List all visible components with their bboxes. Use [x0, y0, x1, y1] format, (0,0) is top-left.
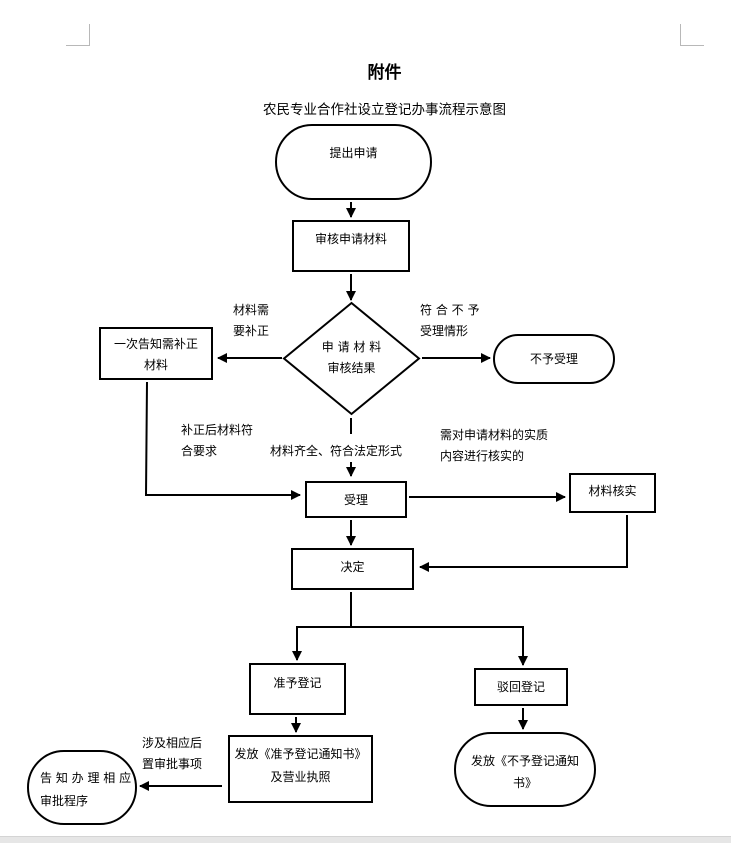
node-reject-accept: 不予受理 [493, 334, 615, 384]
edge-label-line: 材料齐全、符合法定形式 [270, 443, 402, 458]
node-verify: 材料核实 [569, 473, 656, 513]
process-box [291, 548, 414, 590]
attachment-label: 附件 [367, 63, 402, 83]
node-submit: 提出申请 [275, 124, 432, 200]
edge-verify-to-decide [419, 515, 628, 572]
process-box [569, 473, 656, 513]
node-deny: 驳回登记 [474, 668, 568, 706]
node-approve: 准予登记 [249, 663, 346, 715]
node-label: 发放《不予登记通知 [471, 753, 579, 768]
node-label: 审核申请材料 [315, 231, 387, 246]
node-label: 及营业执照 [270, 770, 330, 784]
terminal-shape [275, 124, 432, 200]
node-label: 审核结果 [327, 360, 375, 375]
edge-label-line: 置审批事项 [142, 756, 202, 771]
edge-labels-layer: 材料需要补正符 合 不 予受理情形补正后材料符合要求材料齐全、符合法定形式需对申… [142, 302, 548, 771]
margin-corner-mark-top-right [680, 24, 704, 46]
process-box [249, 663, 346, 715]
node-review: 审核申请材料 [292, 220, 410, 272]
process-box [292, 220, 410, 272]
node-label: 书》 [513, 776, 537, 790]
node-label: 一次告知需补正 [114, 337, 198, 351]
diagram-title: 农民专业合作社设立登记办事流程示意图 [263, 102, 506, 118]
edge-label-line: 受理情形 [420, 324, 468, 338]
node-issue-approval: 发放《准予登记通知书》及营业执照 [228, 735, 373, 803]
edge-label-line: 要补正 [233, 324, 269, 338]
process-box [228, 735, 373, 803]
edge-label-line: 补正后材料符 [181, 422, 253, 437]
edge-label-line: 合要求 [181, 443, 217, 458]
margin-corner-mark-top-left [66, 24, 90, 46]
node-decide: 决定 [291, 548, 414, 590]
nodes-layer: 提出申请审核申请材料申 请 材 料审核结果一次告知需补正材料不予受理受理材料核实… [27, 124, 656, 825]
process-box [99, 327, 213, 380]
edge-decide-to-approve [292, 592, 352, 661]
node-label: 审批程序 [40, 793, 88, 808]
node-label: 申 请 材 料 [322, 340, 381, 354]
node-label: 决定 [340, 559, 364, 574]
terminal-shape [454, 732, 596, 807]
node-accept: 受理 [305, 481, 407, 518]
node-label: 材料核实 [588, 483, 636, 498]
process-box [474, 668, 568, 706]
edge-label-line: 材料需 [233, 303, 269, 317]
node-label: 提出申请 [329, 145, 377, 160]
edge-label-line: 需对申请材料的实质 [440, 427, 548, 442]
node-label: 准予登记 [273, 675, 321, 690]
terminal-shape [493, 334, 615, 384]
edge-label-line: 内容进行核实的 [440, 448, 524, 463]
node-label: 驳回登记 [497, 679, 545, 694]
process-box [305, 481, 407, 518]
decision-diamond [282, 301, 421, 416]
edge-label-line: 涉及相应后 [142, 735, 202, 750]
node-label: 不予受理 [530, 352, 578, 366]
edges-layer [139, 202, 628, 791]
edge-label-line: 符 合 不 予 [420, 302, 479, 317]
edge-decide-to-deny [351, 626, 528, 666]
node-label: 受理 [344, 493, 368, 507]
edge-label-complete-legal: 材料齐全、符合法定形式 [270, 443, 402, 458]
node-label: 发放《准予登记通知书》 [234, 746, 366, 761]
page-bottom-edge [0, 836, 731, 843]
node-label: 告 知 办 理 相 应 [40, 770, 131, 785]
node-label: 材料 [144, 358, 168, 372]
terminal-shape [27, 750, 137, 825]
edge-notify-correction-to-accept [144, 381, 301, 500]
